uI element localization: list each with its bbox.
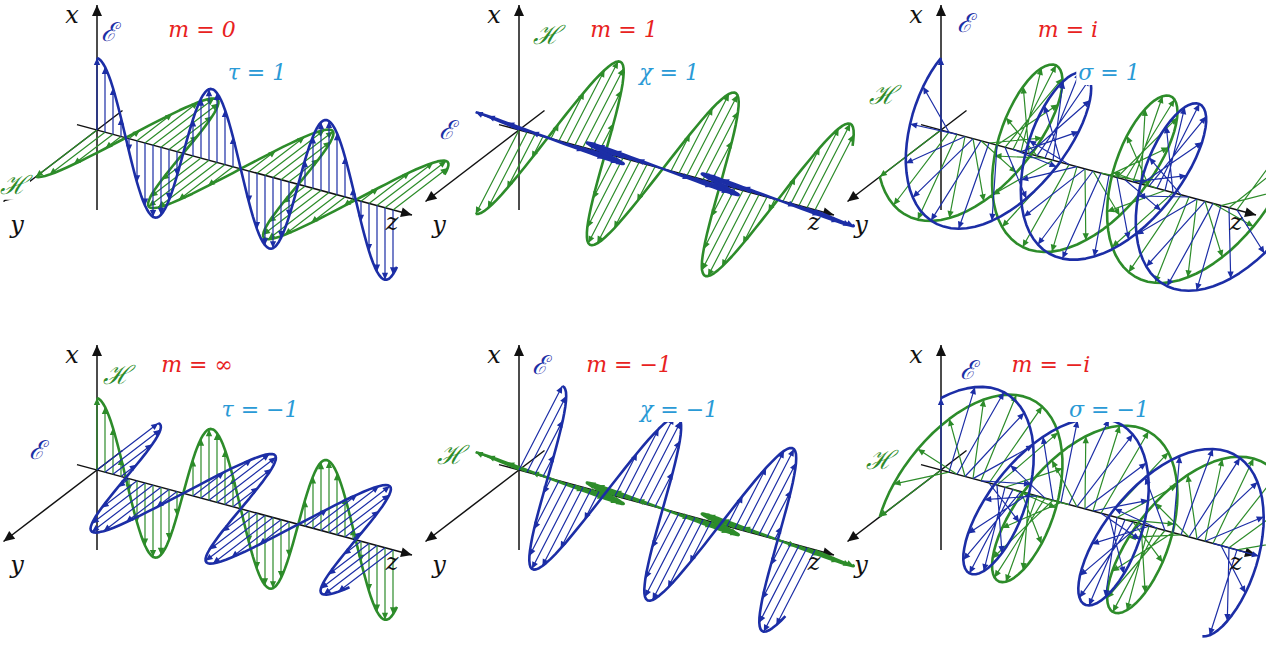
axis-label: z [806, 209, 823, 235]
axis-label: x [907, 342, 925, 368]
field-arrowheads [94, 58, 396, 280]
axis-arrowhead [426, 531, 438, 542]
parameter-m-label: m = −1 [584, 353, 674, 377]
field-vectors [519, 386, 815, 632]
axis-label: y [852, 212, 870, 238]
field-curve [941, 387, 1264, 637]
field-label: ℰ [958, 356, 978, 385]
polarization-label: σ = 1 [1076, 61, 1141, 85]
parameter-m-label: m = 1 [588, 18, 659, 42]
parameter-m-label: m = 0 [166, 18, 237, 42]
field-label: ℋ [531, 21, 563, 50]
field-arrowheads [938, 387, 1264, 635]
parameter-m-label: m = −i [1010, 353, 1093, 377]
axis-arrowhead [426, 191, 438, 202]
field-label: ℋ [0, 171, 30, 200]
polarization-label: χ = −1 [638, 398, 720, 422]
field-label: ℰ [27, 436, 47, 465]
polarization-label: χ = 1 [637, 61, 701, 85]
axis-arrowhead [514, 345, 524, 356]
axis-arrowhead [848, 191, 860, 202]
axis-arrowhead [92, 345, 102, 356]
axis-arrowhead [936, 5, 946, 16]
polarization-label: τ = −1 [219, 398, 300, 422]
axis-label: z [1228, 549, 1245, 575]
field-curve [529, 386, 796, 632]
axis-line [77, 465, 412, 555]
axis-line [518, 345, 520, 550]
axis-label: z [1228, 209, 1245, 235]
axis-label: y [430, 552, 448, 578]
parameter-m-label: m = i [1036, 18, 1100, 42]
axis-arrowhead [400, 547, 412, 557]
field-arrowheads [906, 58, 1265, 290]
field-label: ℰ [955, 9, 975, 38]
field-vectors [476, 112, 854, 226]
field-label: ℰ [437, 116, 457, 145]
field-label: ℰ [530, 351, 550, 380]
field-curve [476, 112, 854, 226]
field-arrowheads [529, 386, 796, 632]
axis-arrowhead [400, 207, 412, 217]
field-arrowheads [94, 398, 396, 620]
field-label: ℰ [99, 18, 119, 47]
field-curve [906, 58, 1266, 291]
field-arrowheads [476, 112, 854, 226]
polarization-label: σ = −1 [1067, 398, 1151, 422]
axis-label: x [485, 342, 503, 368]
field-vectors [476, 61, 854, 276]
axis-label: x [63, 342, 81, 368]
field-curve [476, 61, 854, 276]
axis-arrowhead [936, 345, 946, 356]
axis-arrowhead [848, 531, 860, 542]
field-vectors [906, 58, 1265, 290]
axis-label: x [485, 2, 503, 28]
axis-label: z [806, 549, 823, 575]
field-arrowheads [476, 61, 854, 276]
axis-arrowhead [1244, 207, 1256, 217]
axis-label: z [384, 549, 401, 575]
axis-label: z [384, 209, 401, 235]
field-label: ℋ [101, 361, 133, 390]
field-curve [36, 99, 449, 240]
field-vectors [92, 423, 393, 594]
axis-line [518, 5, 520, 210]
axis-line [426, 111, 545, 202]
axis-label: y [852, 552, 870, 578]
field-curve [97, 58, 397, 280]
field-label: ℋ [435, 441, 467, 470]
field-label: ℋ [864, 446, 896, 475]
axis-arrowhead [514, 5, 524, 16]
field-curve [97, 398, 397, 620]
field-curve [91, 423, 391, 595]
axis-label: y [430, 212, 448, 238]
axis-arrowhead [92, 5, 102, 16]
field-curve [880, 395, 1266, 613]
axis-arrowhead [4, 531, 16, 542]
axis-label: x [907, 2, 925, 28]
axis-label: y [8, 212, 26, 238]
axis-label: y [8, 552, 26, 578]
field-label: ℋ [867, 81, 899, 110]
polarization-label: τ = 1 [226, 61, 289, 85]
axis-label: x [63, 2, 81, 28]
parameter-m-label: m = ∞ [159, 353, 235, 377]
